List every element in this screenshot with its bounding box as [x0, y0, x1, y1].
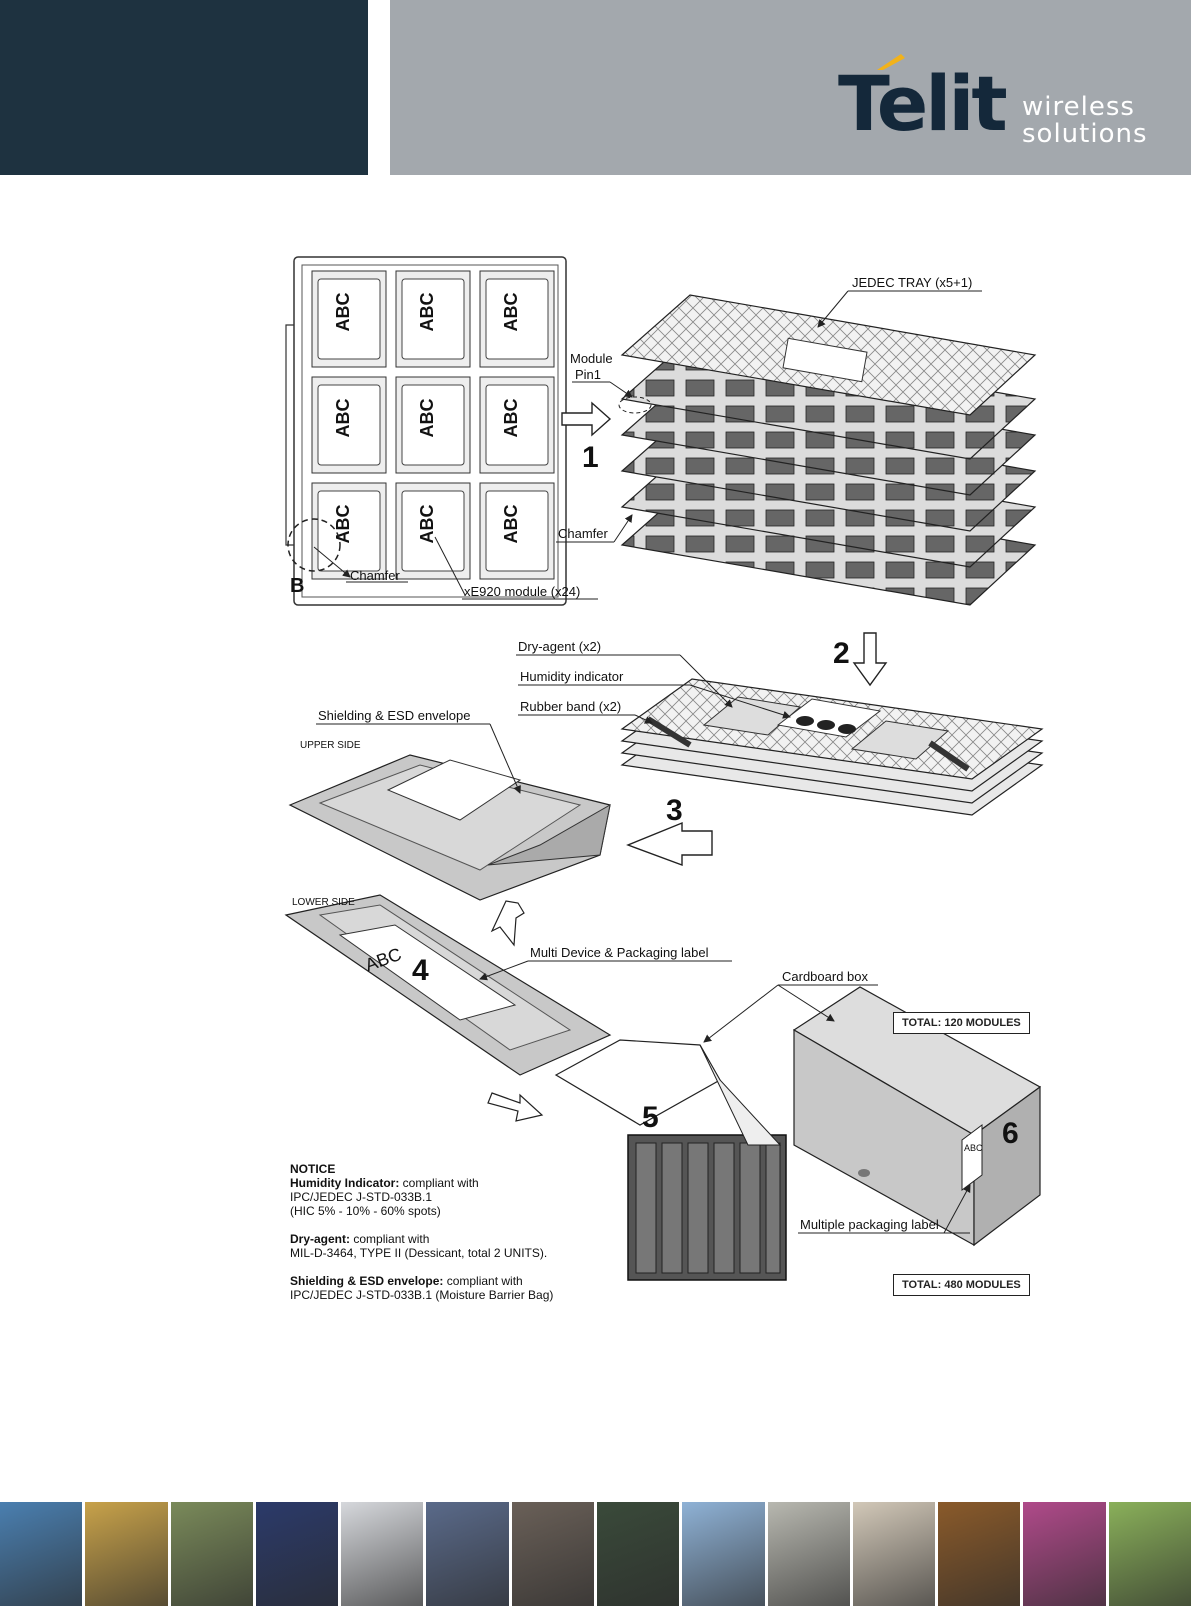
module-count-label: xE920 module (x24) — [464, 584, 580, 599]
cardboard-box-closed: ABC 6 — [792, 986, 1042, 1247]
dry-agent-text-2: MIL-D-3464, TYPE II (Dessicant, total 2 … — [290, 1246, 548, 1260]
box-marking: ABC — [964, 1143, 983, 1153]
multi-device-label: Multi Device & Packaging label — [530, 945, 709, 960]
header-grey-band — [390, 0, 1191, 175]
led-clock-photo — [255, 1502, 342, 1606]
humidity-text-1: compliant with — [399, 1176, 479, 1190]
keyboard-photo — [341, 1502, 427, 1606]
device-closeup-photo — [511, 1502, 597, 1606]
module-marking: ABC — [501, 399, 521, 438]
humidity-text-3: (HIC 5% - 10% - 60% spots) — [290, 1204, 441, 1218]
step-2-arrow: 2 — [833, 632, 888, 687]
xe920-module — [485, 490, 549, 572]
humidity-indicator-label: Humidity indicator — [520, 669, 624, 684]
chamfer-left-label: Chamfer — [350, 568, 401, 583]
module-marking: ABC — [501, 505, 521, 544]
roadside-phone-photo — [85, 1502, 171, 1606]
packaging-figure: ABC ABC ABC ABC ABC ABC ABC ABC ABC B Chamfer xE… — [280, 245, 1060, 1325]
tray-top-view: ABC ABC ABC ABC ABC ABC ABC ABC ABC B Chamfer xE… — [285, 256, 598, 606]
header-dark-block — [0, 0, 368, 175]
footer-photo-strip — [0, 1502, 1191, 1606]
step-4-number: 4 — [412, 954, 429, 987]
step-6-number: 6 — [1002, 1117, 1019, 1150]
step-2-number: 2 — [833, 637, 850, 670]
shielding-envelope-upper — [288, 754, 611, 901]
step-1-arrow: 1 — [561, 401, 612, 474]
humidity-title: Humidity Indicator: — [290, 1176, 400, 1190]
bundled-tray-stack — [620, 678, 1044, 816]
cardboard-box-open: 5 — [554, 1039, 787, 1281]
logo-tagline: wireless solutions — [1022, 94, 1148, 148]
step-1-number: 1 — [582, 441, 599, 474]
packaging-diagram: ABC ABC ABC ABC ABC ABC ABC ABC ABC B Chamfer xE… — [284, 256, 1044, 1281]
module-marking: ABC — [501, 293, 521, 332]
step-5-number: 5 — [642, 1101, 659, 1134]
dry-agent-label: Dry-agent (x2) — [518, 639, 601, 654]
xe920-module — [401, 384, 465, 466]
chamfer-tray-label: Chamfer — [558, 526, 609, 541]
shelf-products-photo — [1023, 1502, 1109, 1606]
xe920-module — [401, 490, 465, 572]
total-480-badge: TOTAL: 480 MODULES — [893, 1274, 1030, 1296]
jedec-tray-label: JEDEC TRAY (x5+1) — [852, 275, 972, 290]
multiple-packaging-label: Multiple packaging label — [800, 1217, 939, 1232]
detail-b-label: B — [290, 575, 304, 597]
notice-block: NOTICE Humidity Indicator: compliant wit… — [290, 1162, 630, 1316]
shielding-title: Shielding & ESD envelope: — [290, 1274, 444, 1288]
module-marking: ABC — [417, 293, 437, 332]
xe920-module — [401, 278, 465, 360]
cyclist-photo — [426, 1502, 512, 1606]
wall-box-photo — [852, 1502, 939, 1606]
tagline-line-1: wireless — [1022, 92, 1135, 122]
rubber-band-label: Rubber band (x2) — [520, 699, 621, 714]
shipping-containers-photo — [170, 1502, 256, 1606]
metro-station-photo — [938, 1502, 1024, 1606]
step-3-number: 3 — [666, 794, 683, 827]
lower-side-label: LOWER SIDE — [292, 897, 355, 908]
module-marking: ABC — [333, 505, 353, 544]
utility-meter-photo — [767, 1502, 853, 1606]
module-marking: ABC — [333, 293, 353, 332]
wind-turbines-photo — [682, 1502, 768, 1606]
humidity-text-2: IPC/JEDEC J-STD-033B.1 — [290, 1190, 433, 1204]
xe920-module — [317, 384, 381, 466]
shielding-text-1: compliant with — [443, 1274, 523, 1288]
shielding-text-2: IPC/JEDEC J-STD-033B.1 (Moisture Barrier… — [290, 1288, 554, 1302]
module-marking: ABC — [417, 505, 437, 544]
dry-agent-title: Dry-agent: — [290, 1232, 351, 1246]
logo-wordmark: Telit — [838, 59, 1008, 148]
shielding-envelope-lower: ABC 4 — [284, 894, 612, 1076]
xe920-module — [317, 278, 381, 360]
dry-agent-text-1: compliant with — [350, 1232, 430, 1246]
step-3-arrow: 3 — [626, 794, 713, 867]
cctv-camera-photo — [1108, 1502, 1191, 1606]
module-marking: ABC — [333, 399, 353, 438]
shielding-envelope-label: Shielding & ESD envelope — [318, 708, 471, 723]
upper-side-label: UPPER SIDE — [300, 740, 361, 751]
module-pin1-line-1: Module — [570, 351, 613, 366]
module-marking: ABC — [417, 399, 437, 438]
total-120-badge: TOTAL: 120 MODULES — [893, 1012, 1030, 1034]
notice-heading: NOTICE — [290, 1162, 336, 1176]
logo-accent-icon — [877, 54, 905, 70]
telit-logo: Telit wireless solutions — [838, 52, 1158, 152]
vending-machine-photo — [596, 1502, 683, 1606]
tagline-line-2: solutions — [1022, 119, 1148, 149]
tray-cells: ABC ABC ABC ABC ABC ABC ABC ABC ABC — [311, 270, 555, 580]
xe920-module — [485, 384, 549, 466]
cardboard-box-label: Cardboard box — [782, 969, 868, 984]
highway-photo — [0, 1502, 86, 1606]
xe920-module — [485, 278, 549, 360]
jedec-tray-stack — [618, 294, 1037, 606]
module-pin1-line-2: Pin1 — [575, 367, 601, 382]
